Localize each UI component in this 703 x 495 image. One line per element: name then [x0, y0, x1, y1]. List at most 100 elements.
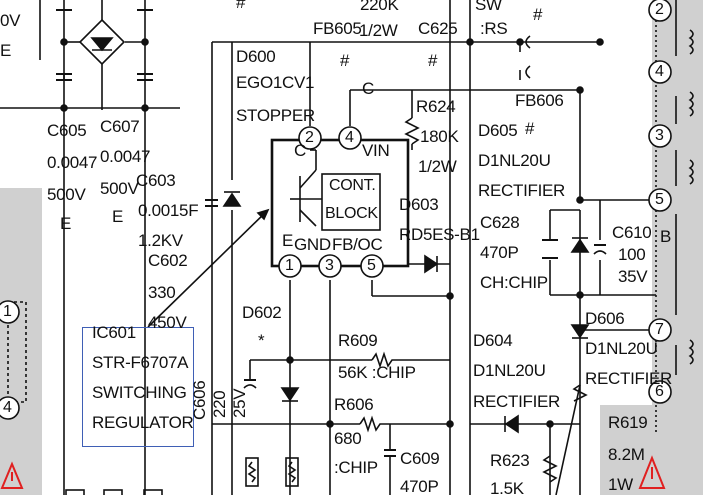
ic-pin-1: 1	[285, 257, 294, 274]
label-cont-block-2: BLOCK	[325, 205, 378, 222]
label-pin-e: E	[282, 231, 294, 250]
xfmr-pin-7: 7	[655, 321, 664, 338]
label-d605-desc: RECTIFIER	[478, 181, 566, 200]
label-r619-val: 8.2M	[608, 445, 645, 464]
ic-pin-1-circle	[278, 254, 302, 278]
label-hash-1: #	[236, 0, 246, 12]
ic-pin-3-circle	[318, 254, 342, 278]
label-d604: D604	[473, 331, 513, 350]
label-c628: C628	[480, 213, 520, 232]
label-left-e: E	[0, 41, 12, 60]
label-cont-block-1: CONT.	[329, 177, 376, 194]
label-fb605-rating: 1/2W	[359, 21, 398, 40]
xfmr-pin-4-circle	[648, 60, 672, 84]
label-d602: D602	[242, 303, 282, 322]
ic-pin-4: 4	[345, 129, 354, 146]
left-pin-1-circle	[0, 300, 20, 324]
label-c606-v: 25V	[230, 388, 249, 418]
label-c606: C606	[190, 380, 209, 420]
label-pin-b: B	[660, 227, 672, 246]
label-r624: R624	[416, 97, 456, 116]
label-ic601-part: STR-F6707A	[92, 353, 189, 372]
label-r609-val: 56K :CHIP	[338, 363, 416, 382]
label-d606-part: D1NL20U	[585, 339, 658, 358]
label-r623-val: 1.5K	[490, 479, 524, 495]
label-d606-desc: RECTIFIER	[585, 369, 673, 388]
label-r606-type: :CHIP	[334, 458, 378, 477]
label-chip-c: C	[362, 79, 374, 98]
ic-pin-5: 5	[367, 257, 376, 274]
label-d605-part: D1NL20U	[478, 151, 551, 170]
label-ic601-desc1: SWITCHING	[92, 383, 187, 402]
xfmr-pin-4: 4	[655, 63, 664, 80]
warning-triangle-left	[0, 461, 24, 489]
label-left-v: 0V	[0, 11, 21, 30]
label-c607-e: E	[112, 207, 124, 226]
label-c610-v: 35V	[618, 267, 648, 286]
ic601-callout-box	[82, 327, 194, 447]
xfmr-pin-3-circle	[648, 124, 672, 148]
ic-pin-3: 3	[325, 257, 334, 274]
label-220k: 220K	[360, 0, 399, 14]
label-hash-3: #	[340, 51, 350, 70]
label-pin-fboc: FB/OC	[332, 235, 383, 254]
xfmr-pin-5: 5	[655, 191, 664, 208]
label-c607: C607	[100, 117, 140, 136]
label-pin-vin: VIN	[362, 141, 390, 160]
label-hash-2: #	[533, 5, 543, 24]
label-r619: R619	[608, 413, 648, 432]
label-c603: C603	[136, 171, 176, 190]
cont-block	[321, 173, 381, 231]
label-pin-c: C	[294, 141, 306, 160]
label-d603-part: RD5ES-B1	[399, 225, 480, 244]
label-r606: R606	[334, 395, 374, 414]
left-gray-panel	[0, 188, 42, 495]
xfmr-pin-2-circle	[648, 0, 672, 22]
label-c607-v: 500V	[100, 179, 139, 198]
xfmr-pin-7-circle	[648, 318, 672, 342]
label-c610: C610	[612, 223, 652, 242]
label-r606-val: 680	[334, 429, 362, 448]
ic-pin-4-circle	[338, 126, 362, 150]
label-d604-part: D1NL20U	[473, 361, 546, 380]
label-star: *	[258, 331, 265, 350]
left-pin-4: 4	[3, 399, 12, 416]
label-r609: R609	[338, 331, 378, 350]
label-c628-type: CH:CHIP	[480, 273, 548, 292]
d605-diode	[570, 238, 590, 253]
label-c602-val: 330	[148, 283, 176, 302]
label-c603-val: 0.0015F	[138, 201, 199, 220]
d604-diode	[504, 414, 519, 434]
xfmr-pin-3: 3	[655, 127, 664, 144]
label-d600-desc: STOPPER	[236, 106, 315, 125]
label-c609-val: 470P	[400, 477, 439, 495]
label-hash-5: #	[525, 119, 535, 138]
warning-triangle-right	[638, 455, 666, 489]
xfmr-pin-2: 2	[655, 1, 664, 18]
label-d606: D606	[585, 309, 625, 328]
label-c610-val: 100	[618, 245, 646, 264]
label-fb605: FB605	[313, 19, 362, 38]
r619-gray-panel	[600, 405, 703, 495]
xfmr-pin-5-circle	[648, 188, 672, 212]
label-d604-desc: RECTIFIER	[473, 392, 561, 411]
label-c609: C609	[400, 449, 440, 468]
label-ic601-desc2: REGULATOR	[92, 413, 194, 432]
label-d603: D603	[399, 195, 439, 214]
d606-diode	[570, 324, 590, 339]
ic-pin-5-circle	[360, 254, 384, 278]
xfmr-pin-6: 6	[655, 383, 664, 400]
label-r624-val: 180K	[420, 127, 459, 146]
label-c606-val: 220	[210, 390, 229, 418]
label-r623: R623	[490, 451, 530, 470]
label-pin-gnd: GND	[294, 235, 331, 254]
bridge-diode-symbol	[90, 37, 114, 52]
left-pin-4-circle	[0, 396, 20, 420]
label-d600: D600	[236, 47, 276, 66]
label-d600-part: EGO1CV1	[236, 73, 315, 92]
label-ic601: IC601	[92, 323, 136, 342]
ic-pin-2-circle	[298, 126, 322, 150]
label-c602-v: 450V	[148, 313, 187, 332]
